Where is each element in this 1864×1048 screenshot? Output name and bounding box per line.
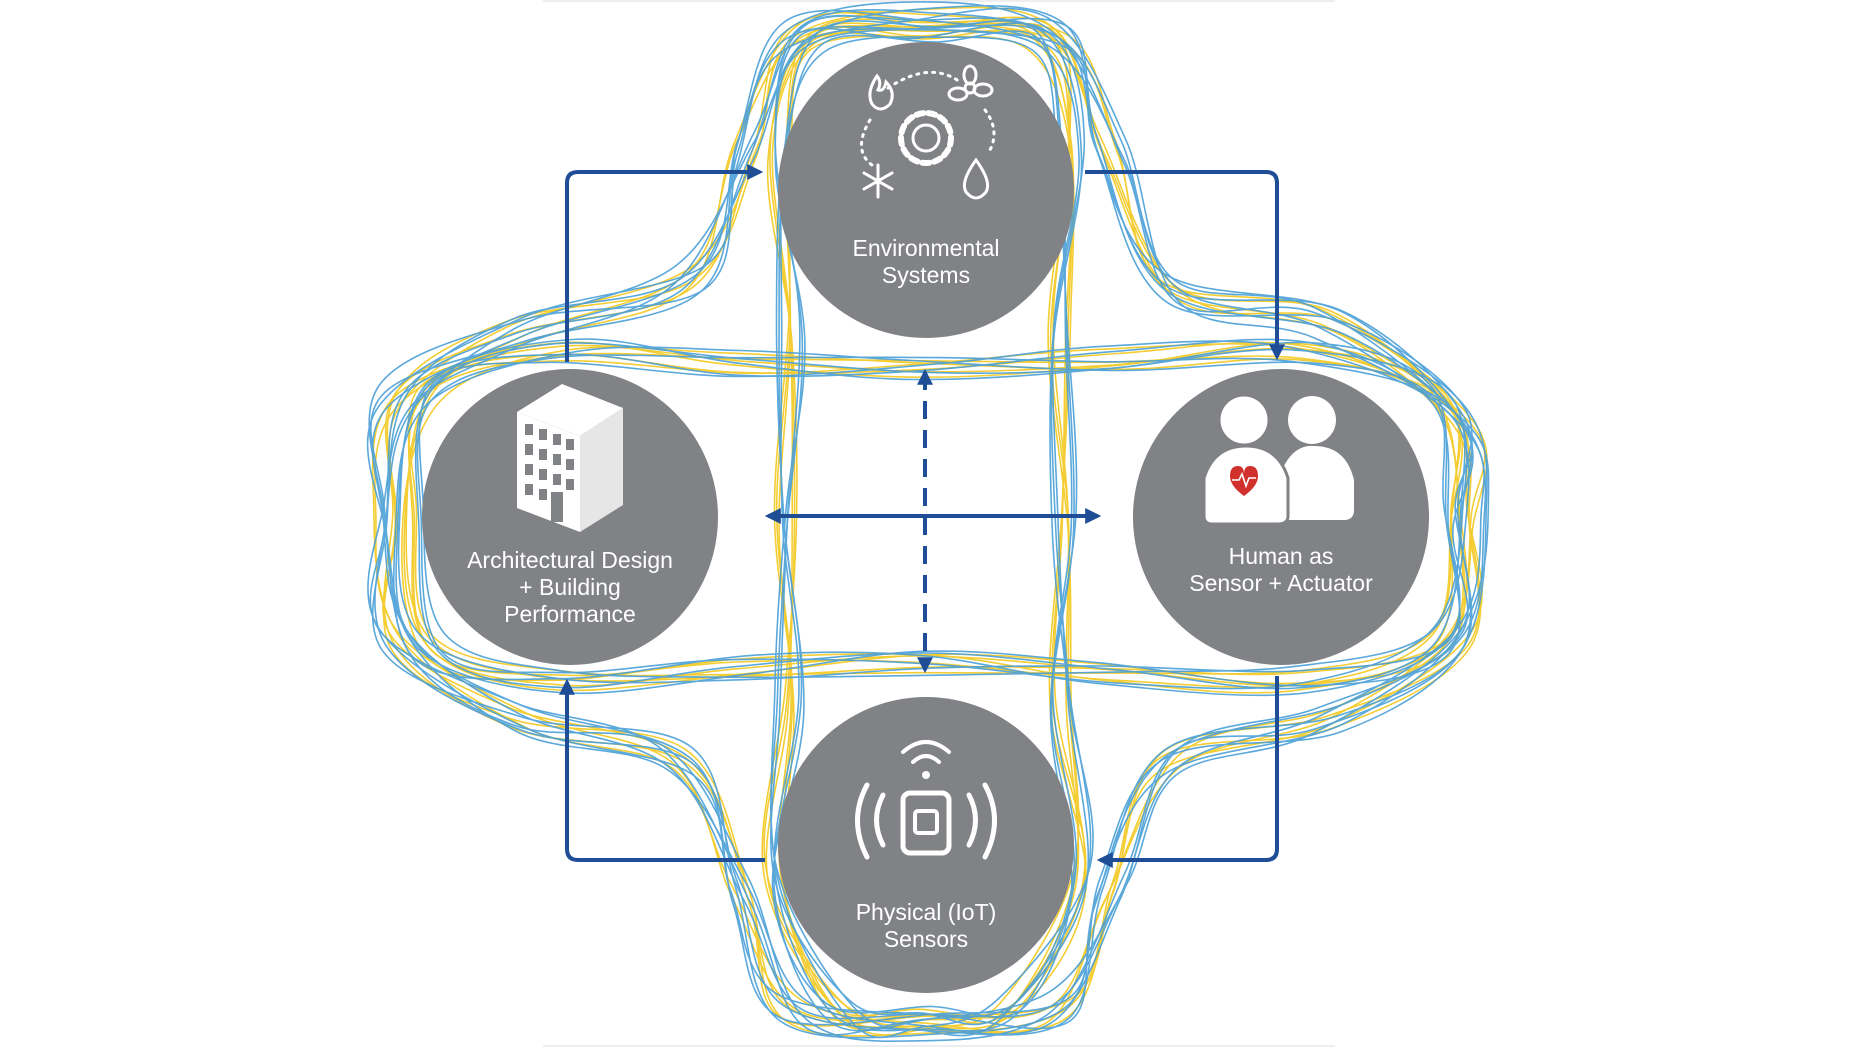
blue-outer-loop xyxy=(367,14,1474,1030)
node-label-line-3: Performance xyxy=(504,601,636,627)
cycle-arrow-env-to-human xyxy=(1085,170,1285,361)
cycle-arrow-arch-to-env xyxy=(565,164,764,362)
cycle-arrows xyxy=(559,164,1285,868)
node-label-line-2: + Building xyxy=(519,574,621,600)
node-label-line-2: Sensor + Actuator xyxy=(1189,570,1373,596)
node-environmental-systems: Environmental Systems xyxy=(778,42,1074,338)
node-human-sensor-actuator: Human as Sensor + Actuator xyxy=(1133,369,1429,665)
iot-sensor-icon xyxy=(855,740,997,860)
people-heart-icon xyxy=(1202,393,1354,526)
node-circle xyxy=(778,697,1074,993)
blue-outer-loop xyxy=(368,1,1488,1042)
node-architectural-design: Architectural Design + Building Performa… xyxy=(422,369,718,665)
building-icon xyxy=(517,384,623,532)
node-label-line-1: Physical (IoT) xyxy=(856,899,997,925)
cycle-arrow-physical-to-arch xyxy=(559,678,765,862)
node-label-line-1: Human as xyxy=(1229,543,1334,569)
node-physical-iot-sensors: Physical (IoT) Sensors xyxy=(778,697,1074,993)
blue-vertical-loop xyxy=(770,22,1094,1039)
central-arrows xyxy=(764,368,1102,674)
yellow-horizontal-loop xyxy=(401,346,1468,694)
yellow-vertical-loop xyxy=(773,35,1088,1019)
blue-horizontal-loop xyxy=(418,340,1470,679)
blue-outer-loop xyxy=(371,4,1473,1039)
node-label-line-1: Environmental xyxy=(852,235,999,261)
node-circle xyxy=(778,42,1074,338)
node-label-line-1: Architectural Design xyxy=(467,547,673,573)
hvac-cycle-icon xyxy=(860,64,996,200)
node-label-line-2: Systems xyxy=(882,262,970,288)
blue-loop-bundle xyxy=(366,1,1490,1042)
blue-outer-loop xyxy=(369,17,1473,1026)
blue-outer-loop xyxy=(370,9,1487,1036)
cycle-arrow-human-to-physical xyxy=(1096,676,1279,868)
blue-horizontal-loop xyxy=(392,346,1461,697)
blue-horizontal-loop xyxy=(397,338,1461,684)
blue-outer-loop xyxy=(366,7,1490,1036)
blue-vertical-loop xyxy=(771,36,1078,1018)
node-label-line-2: Sensors xyxy=(884,926,968,952)
